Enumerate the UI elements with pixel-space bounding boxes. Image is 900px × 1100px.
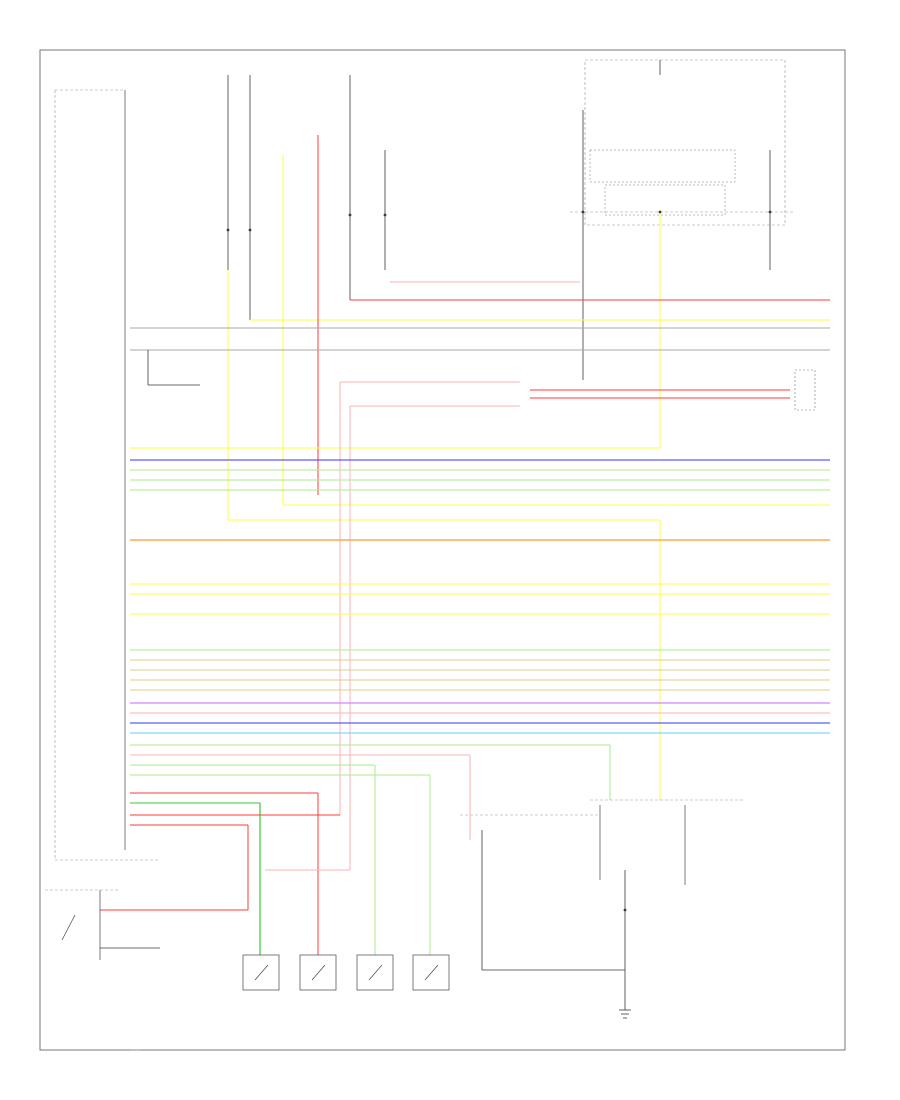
relay-box bbox=[570, 59, 795, 226]
switch-4 bbox=[412, 954, 450, 991]
vertical-colored-wires bbox=[130, 135, 830, 800]
control-module bbox=[54, 89, 160, 861]
right-sensor bbox=[590, 369, 816, 885]
ground-symbol bbox=[619, 1009, 631, 1019]
switch-1 bbox=[242, 954, 280, 991]
diagram-frame bbox=[39, 49, 846, 1051]
bottom-switches bbox=[242, 954, 450, 991]
red-loop bbox=[339, 281, 830, 870]
ignition-switch bbox=[45, 889, 160, 1051]
switch-3 bbox=[356, 954, 394, 991]
ground-bracket bbox=[147, 350, 200, 386]
switch-2 bbox=[299, 954, 337, 991]
horizontal-bus bbox=[100, 327, 830, 955]
splice-points bbox=[226, 210, 772, 912]
range-switch bbox=[460, 814, 626, 1010]
top-feeds bbox=[227, 60, 771, 380]
